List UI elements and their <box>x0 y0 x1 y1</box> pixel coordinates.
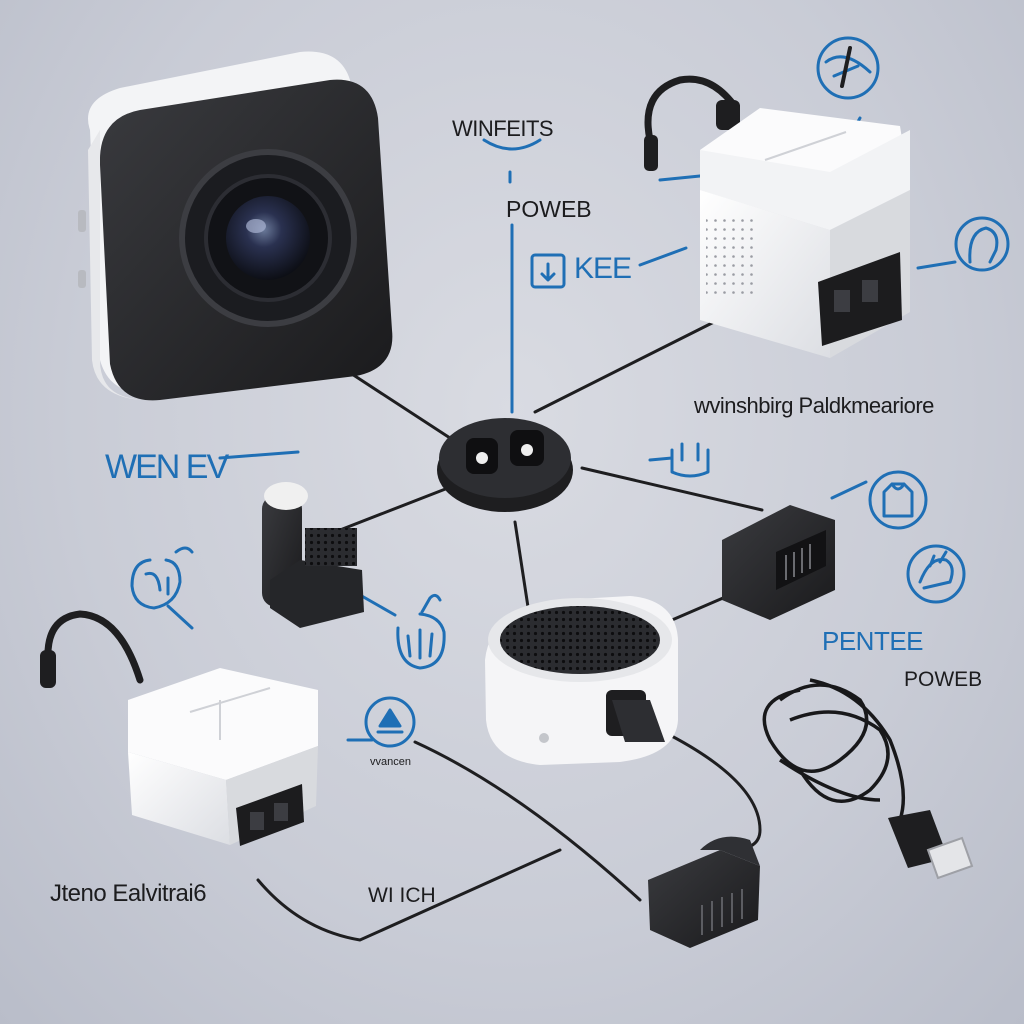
head-profile-icon <box>954 216 1010 272</box>
camera-lens <box>226 196 310 280</box>
line-adapter-hub <box>533 318 720 414</box>
bottom-connector <box>648 836 760 948</box>
power-adapter-top <box>644 75 910 358</box>
label-poweb-right: POWEB <box>904 668 983 691</box>
blue-leaders <box>166 116 957 742</box>
hand-icon <box>906 544 966 604</box>
adapter-bottom-socket <box>236 784 304 846</box>
line-sensor-hub <box>338 486 450 532</box>
speaker-device <box>485 596 678 765</box>
line-speaker-right <box>670 593 732 622</box>
label-winfeits: WINFEITS <box>452 116 554 141</box>
label-wen-ev: WEN EV <box>105 448 229 486</box>
adapter-top-socket <box>818 252 902 346</box>
cup-icon <box>670 442 710 478</box>
label-jteno: Jteno Ealvitrai6 <box>50 880 207 907</box>
label-pentee: PENTEE <box>822 626 924 656</box>
label-wiich: WI ICH <box>368 884 436 907</box>
line-right-hub <box>580 466 764 512</box>
shirt-icon <box>868 470 928 530</box>
face-profile-icon <box>130 546 194 610</box>
coiled-cable <box>762 678 906 821</box>
brush-icon <box>396 593 446 670</box>
black-junction-box <box>722 505 835 620</box>
label-poweb-top: POWEB <box>506 196 592 222</box>
usb-plug <box>888 810 974 880</box>
action-camera <box>78 51 393 401</box>
line-hub-speaker <box>513 520 532 622</box>
bell-icon <box>364 696 416 748</box>
line-bottom-left <box>256 848 562 942</box>
label-kee: KEE <box>574 252 632 285</box>
cable-plug-icon <box>816 36 880 100</box>
central-hub <box>437 418 573 512</box>
power-adapter-bottom <box>40 610 318 846</box>
sensor-device <box>262 482 364 628</box>
line-bell-bottom <box>413 740 642 902</box>
line-speaker-connector <box>658 728 762 852</box>
label-winshing: wvinshbirg Paldkmeariore <box>694 393 934 418</box>
plug-socket-icon <box>530 253 566 289</box>
label-vanecen: vvancen <box>370 756 411 768</box>
